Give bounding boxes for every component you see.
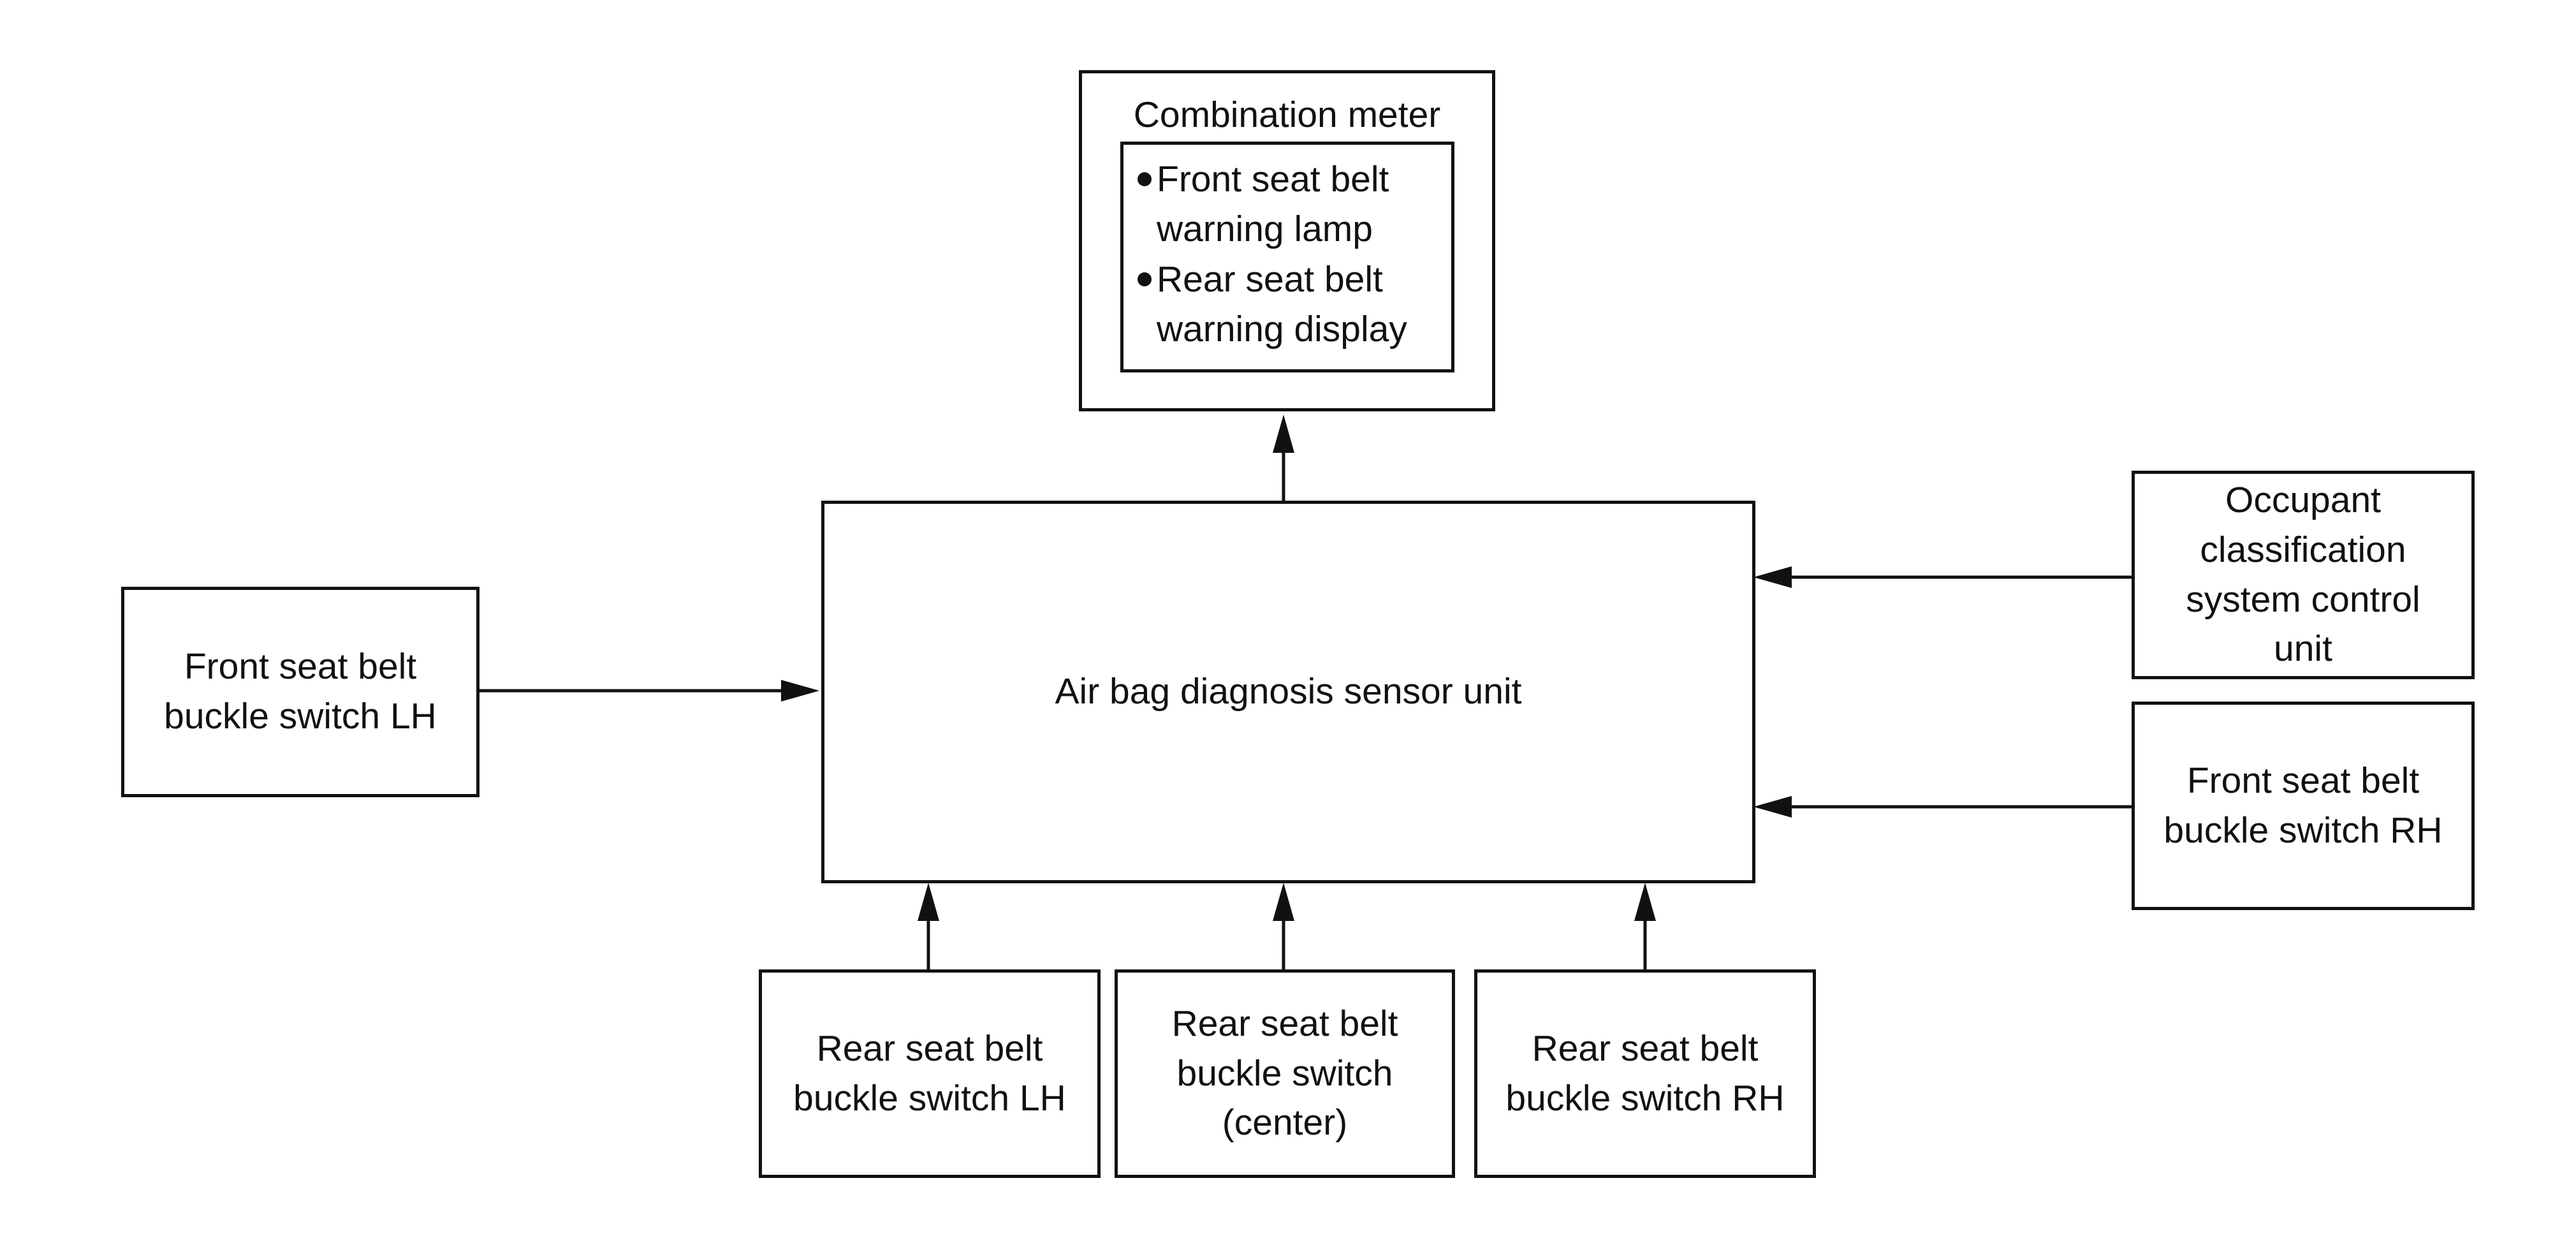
arrowhead-to-combination-meter	[1273, 415, 1294, 453]
rear-seat-belt-buckle-switch-lh-box: Rear seat belt buckle switch LH	[759, 969, 1101, 1178]
rear-center-label: Rear seat belt buckle switch (center)	[1171, 1003, 1398, 1144]
rear-seat-belt-buckle-switch-center-box: Rear seat belt buckle switch (center)	[1115, 969, 1455, 1178]
sensor-unit-label: Air bag diagnosis sensor unit	[1055, 671, 1522, 712]
front-lh-label: Front seat belt buckle switch LH	[164, 646, 437, 737]
front-seat-belt-buckle-switch-lh-box: Front seat belt buckle switch LH	[121, 587, 479, 797]
air-bag-diagnosis-sensor-unit-box: Air bag diagnosis sensor unit	[821, 501, 1755, 883]
rear-lh-label: Rear seat belt buckle switch LH	[793, 1027, 1066, 1119]
combination-meter-title: Combination meter	[1133, 94, 1441, 135]
combination-meter-indicator-list: Front seat belt warning lamp Rear seat b…	[1120, 142, 1454, 372]
combination-meter-box: Combination meter Front seat belt warnin…	[1079, 70, 1495, 411]
front-rh-label: Front seat belt buckle switch RH	[2163, 760, 2443, 851]
indicator-item-rear-warning-display: Rear seat belt warning display	[1138, 255, 1440, 354]
bullet-icon	[1138, 272, 1152, 287]
arrowhead-from-rear-center	[1273, 883, 1294, 921]
occupant-classification-control-unit-box: Occupant classification system control u…	[2132, 471, 2475, 679]
arrowhead-from-rear-lh	[918, 883, 939, 921]
indicator-label: Front seat belt warning lamp	[1157, 159, 1389, 249]
arrowhead-from-occupant	[1753, 566, 1792, 588]
arrowhead-from-front-lh	[781, 680, 819, 702]
rear-rh-label: Rear seat belt buckle switch RH	[1505, 1027, 1785, 1119]
indicator-item-front-warning-lamp: Front seat belt warning lamp	[1138, 155, 1440, 254]
rear-seat-belt-buckle-switch-rh-box: Rear seat belt buckle switch RH	[1474, 969, 1816, 1178]
arrowhead-from-front-rh	[1753, 796, 1792, 818]
front-seat-belt-buckle-switch-rh-box: Front seat belt buckle switch RH	[2132, 702, 2475, 910]
bullet-icon	[1138, 172, 1152, 186]
indicator-label: Rear seat belt warning display	[1157, 259, 1407, 349]
occupant-label: Occupant classification system control u…	[2186, 480, 2420, 670]
arrowhead-from-rear-rh	[1634, 883, 1656, 921]
